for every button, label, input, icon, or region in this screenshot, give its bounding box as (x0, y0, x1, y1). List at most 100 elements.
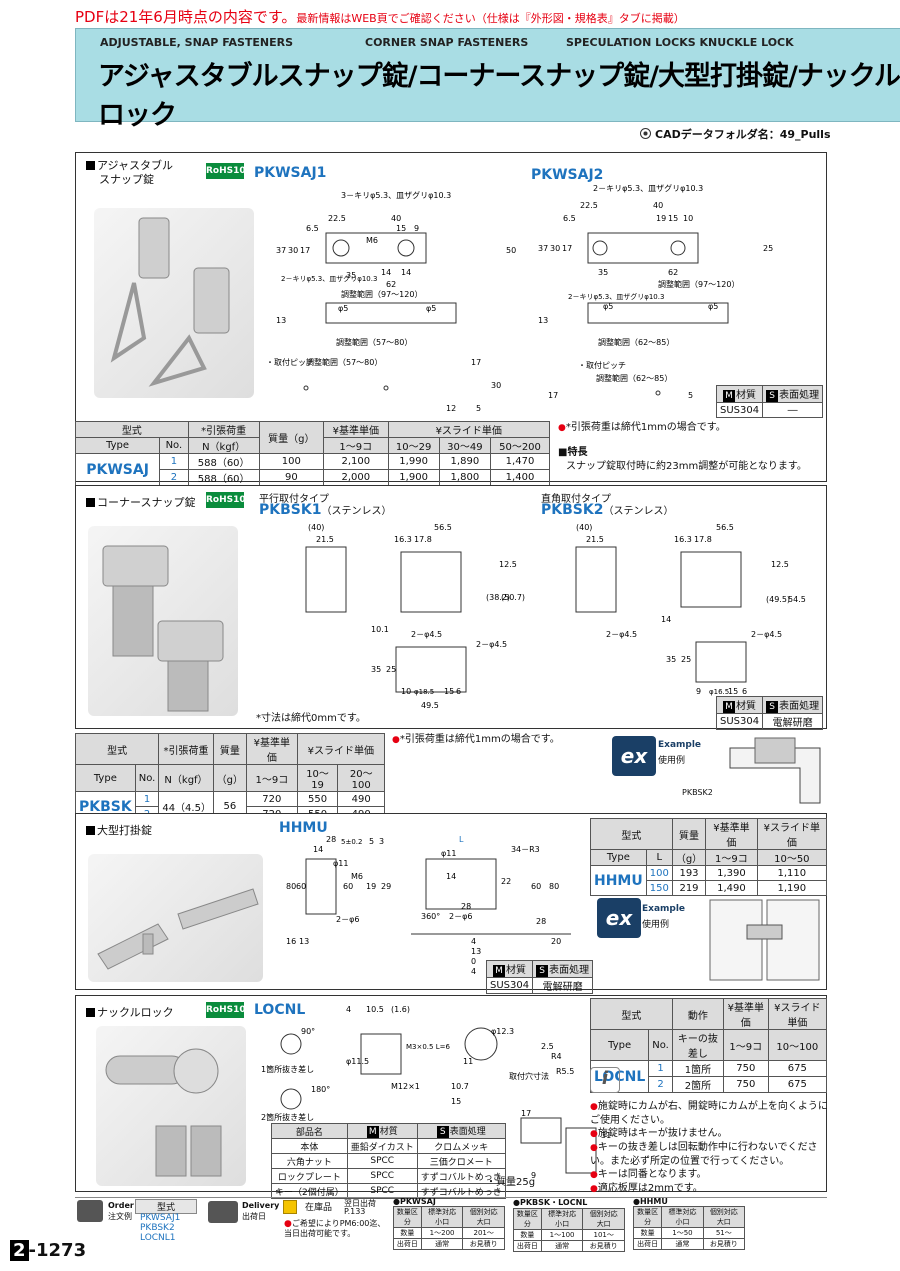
svg-text:90°: 90° (301, 1027, 315, 1036)
svg-text:2－φ4.5: 2－φ4.5 (606, 630, 637, 639)
svg-text:56.5: 56.5 (434, 523, 452, 532)
section-title: 大型打掛錠 (86, 824, 152, 838)
svg-text:13: 13 (471, 947, 481, 956)
product-photo-hhmu (88, 854, 263, 982)
svg-text:5: 5 (369, 837, 374, 846)
svg-text:14: 14 (446, 872, 456, 881)
svg-text:5±0.2: 5±0.2 (341, 838, 362, 846)
svg-text:2－φ4.5: 2－φ4.5 (751, 630, 782, 639)
drawing-hhmu: 28 14 5±0.2 5 3 L 4－R3 φ11 φ11 M6 80 60 … (286, 835, 571, 976)
svg-text:17: 17 (548, 391, 558, 400)
svg-text:22: 22 (501, 877, 511, 886)
note-item: ●施錠時はキーが抜けません。 (590, 1128, 728, 1139)
example-label: Example (642, 904, 686, 914)
notice-red: PDFは21年6月時点の内容です。 (75, 8, 297, 26)
svg-text:(40): (40) (576, 523, 592, 532)
drawing-pkwsaj2: 2－キリφ5.3、皿ザグリφ10.3 22.5 40 6.5 19 15 10 … (538, 183, 773, 400)
svg-text:10.1: 10.1 (371, 625, 389, 634)
svg-text:60: 60 (343, 882, 353, 891)
cad-label: CADデータフォルダ名：49_Pulls (655, 128, 831, 141)
svg-text:54.5: 54.5 (788, 595, 806, 604)
svg-text:40: 40 (391, 214, 401, 223)
svg-text:9: 9 (531, 1171, 536, 1180)
svg-text:22.5: 22.5 (328, 214, 346, 223)
order-label-jp: 注文例 (108, 1212, 132, 1221)
svg-text:(40): (40) (308, 523, 324, 532)
svg-text:M6: M6 (366, 236, 378, 245)
example-label: Example (658, 740, 702, 750)
svg-text:φ11.5: φ11.5 (346, 1057, 369, 1066)
svg-text:3: 3 (511, 845, 516, 854)
svg-text:37: 37 (276, 246, 286, 255)
svg-text:3－キリφ5.3、皿ザグリφ10.3: 3－キリφ5.3、皿ザグリφ10.3 (341, 190, 451, 200)
svg-text:M12×1: M12×1 (391, 1082, 420, 1091)
svg-text:1箇所抜き差し: 1箇所抜き差し (261, 1064, 314, 1074)
svg-text:4－R3: 4－R3 (516, 845, 540, 854)
svg-text:5: 5 (688, 391, 693, 400)
svg-text:6: 6 (742, 687, 747, 696)
order-icon (77, 1200, 103, 1222)
latch-photo (97, 888, 259, 970)
svg-text:6: 6 (456, 687, 461, 696)
header-en1: ADJUSTABLE, SNAP FASTENERS (100, 36, 294, 49)
example-illustration-hhmu (709, 899, 820, 981)
svg-text:15: 15 (728, 687, 738, 696)
svg-text:14: 14 (661, 615, 671, 624)
svg-text:2.5: 2.5 (541, 1042, 554, 1051)
svg-text:28: 28 (461, 902, 471, 911)
svg-text:180°: 180° (311, 1085, 330, 1094)
svg-text:10.5: 10.5 (366, 1005, 384, 1014)
svg-text:(49.5): (49.5) (766, 595, 790, 604)
svg-text:(1.6): (1.6) (391, 1005, 410, 1014)
svg-text:25: 25 (763, 244, 773, 253)
svg-text:30: 30 (550, 244, 560, 253)
svg-text:60: 60 (296, 882, 306, 891)
cad-folder: CADデータフォルダ名：49_Pulls (640, 126, 831, 142)
svg-text:調整範囲（57～80）: 調整範囲（57～80） (336, 337, 412, 347)
svg-text:60: 60 (531, 882, 541, 891)
svg-text:2－キリφ5.3、皿ザグリφ10.3: 2－キリφ5.3、皿ザグリφ10.3 (593, 183, 703, 193)
cad-icon (640, 128, 651, 139)
order-type-head: 型式 (135, 1199, 197, 1214)
svg-text:調整範囲（97～120）: 調整範囲（97～120） (658, 279, 739, 289)
svg-text:62: 62 (668, 268, 678, 277)
page-number: 2-1273 (10, 1240, 86, 1261)
svg-text:13: 13 (299, 937, 309, 946)
svg-text:56.5: 56.5 (716, 523, 734, 532)
svg-text:28: 28 (326, 835, 336, 844)
svg-text:R4: R4 (551, 1052, 562, 1061)
header-en3: SPECULATION LOCKS KNUCKLE LOCK (566, 36, 794, 49)
model-hhmu: HHMU (279, 820, 328, 836)
svg-text:φ5: φ5 (426, 304, 436, 313)
svg-text:17: 17 (521, 1109, 531, 1118)
model-pkbsk1: PKBSK1（ステンレス） (259, 502, 392, 518)
top-notice: PDFは21年6月時点の内容です。最新情報はWEB頁でご確認ください（仕様は『外… (75, 6, 685, 27)
svg-text:10: 10 (401, 687, 411, 696)
svg-text:M3×0.5 L=6: M3×0.5 L=6 (406, 1043, 450, 1051)
svg-text:6.5: 6.5 (306, 224, 319, 233)
load-note-pkbsk: ●*引張荷重は締代1mmの場合です。 (392, 734, 560, 745)
corner-fastener-photo (102, 545, 224, 712)
svg-text:5: 5 (476, 404, 481, 413)
svg-text:調整範囲（57～80）: 調整範囲（57～80） (306, 357, 382, 367)
delivery-label: Delivery (242, 1201, 280, 1210)
svg-text:28: 28 (536, 917, 546, 926)
subtype-a: 平行取付タイプ (259, 494, 329, 505)
key-drawing: 31 9 (520, 1117, 611, 1180)
svg-text:35: 35 (666, 655, 676, 664)
svg-text:50: 50 (506, 246, 516, 255)
rohs-badge: RoHS10 (206, 1002, 246, 1018)
note-item: ●施錠時にカムが右、開錠時にカムが上を向くようにご使用ください。 (590, 1101, 828, 1126)
example-icon: ex (612, 736, 656, 776)
note-item: ●適応板厚は2mmです。 (590, 1183, 703, 1194)
svg-text:2－キリφ5.3、皿ザグリφ10.3: 2－キリφ5.3、皿ザグリφ10.3 (568, 292, 664, 301)
svg-text:φ16.5: φ16.5 (709, 688, 729, 696)
locnl-notes: ●施錠時にカムが右、開錠時にカムが上を向くようにご使用ください。 ●施錠時はキー… (590, 1100, 830, 1196)
svg-text:16.3: 16.3 (394, 535, 412, 544)
